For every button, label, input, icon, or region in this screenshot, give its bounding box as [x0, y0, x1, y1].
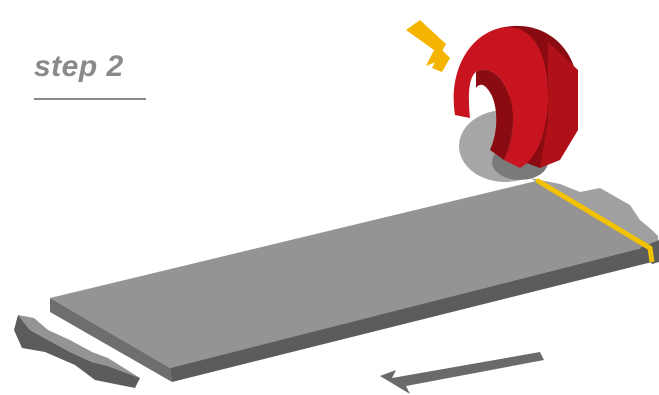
cut-off-piece-top — [18, 315, 140, 378]
pointer-arrow-icon — [406, 20, 450, 72]
step-title: step 2 — [34, 50, 124, 83]
step-title-underline — [34, 98, 146, 100]
stone-slab — [50, 178, 659, 382]
saw-guard-inner — [476, 69, 513, 160]
stone-slab-front-edge — [50, 298, 172, 382]
cut-off-piece-side — [14, 315, 140, 388]
saw-guard — [453, 25, 578, 169]
direction-arrow-icon — [380, 352, 544, 394]
saw-guard-front — [453, 27, 548, 168]
cut-line-edge — [647, 247, 655, 263]
cut-off-piece — [14, 315, 140, 388]
stone-slab-top — [50, 180, 650, 368]
stone-slab-offcut — [530, 178, 659, 262]
saw-guard-rim — [540, 42, 578, 168]
stone-slab-side-edge — [170, 246, 652, 382]
cut-line — [535, 178, 653, 251]
